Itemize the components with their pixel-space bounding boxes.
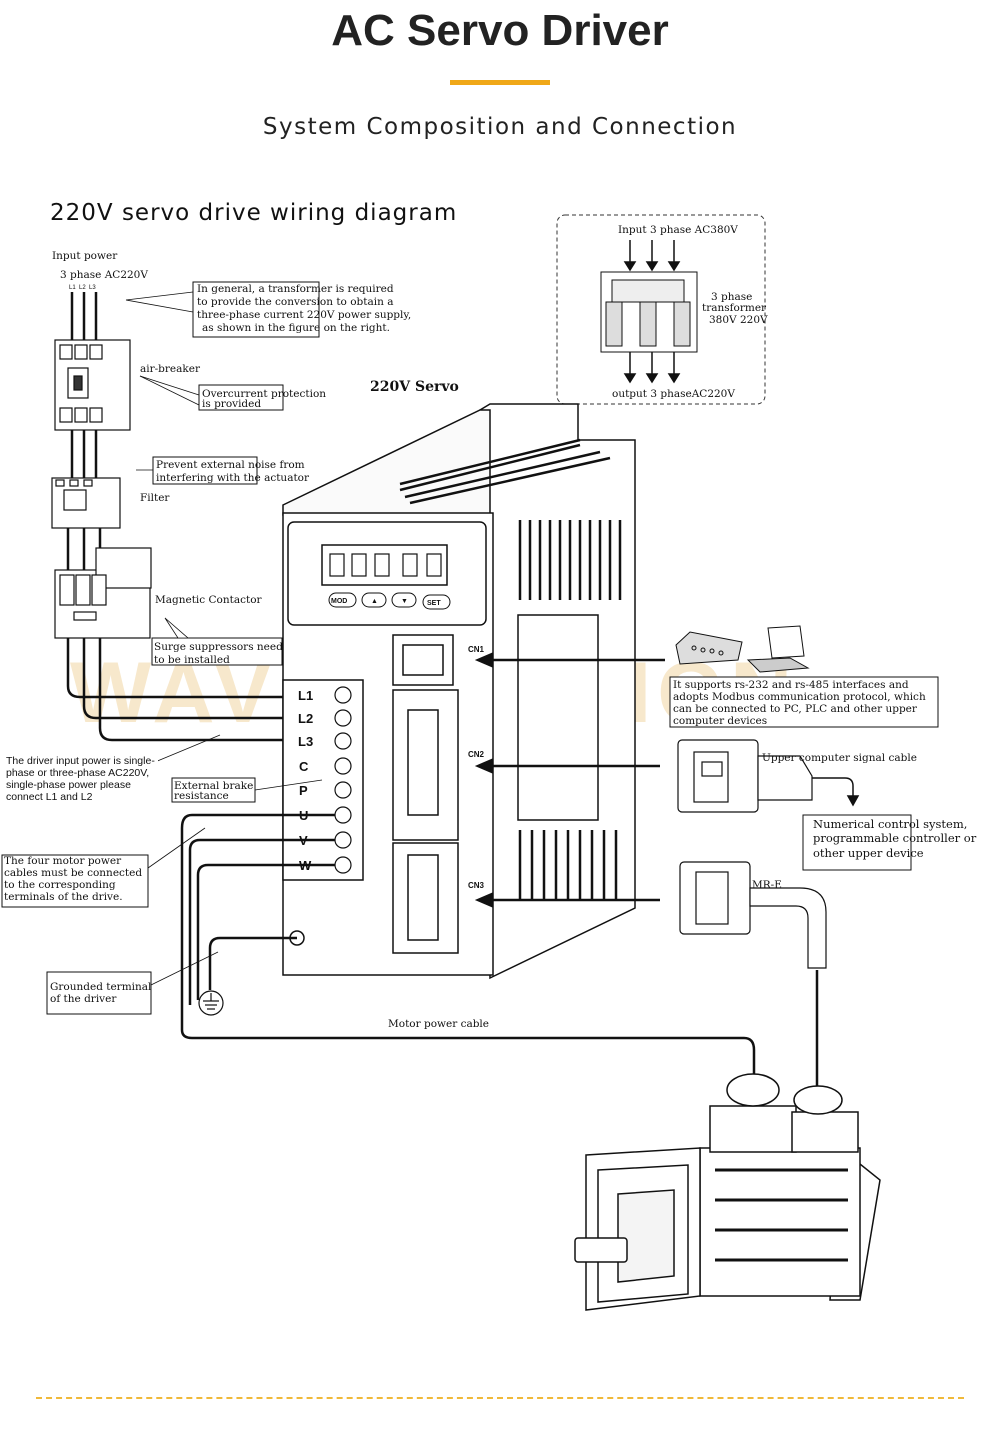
nc-note-line-2: programmable controller or bbox=[813, 831, 977, 845]
page-subtitle: System Composition and Connection bbox=[262, 114, 738, 140]
vent-slots bbox=[399, 438, 622, 900]
three-phase-label: 3 phase AC220V bbox=[60, 269, 148, 281]
transformer-note-line-2: to provide the conversion to obtain a bbox=[197, 296, 393, 308]
motor-cable-note-box: The four motor power cables must be conn… bbox=[1, 827, 206, 908]
filter-device bbox=[51, 477, 121, 529]
servo-label: 220V Servo bbox=[370, 379, 459, 395]
terminal-l1: L1 bbox=[298, 688, 313, 703]
transformer-note-line-4: as shown in the figure on the right. bbox=[202, 322, 390, 334]
nc-note-line-1: Numerical control system, bbox=[813, 817, 967, 831]
title-accent-bar bbox=[450, 80, 550, 85]
ground-note-line-1: Grounded terminal bbox=[50, 981, 152, 993]
overcurrent-note-line-1: Overcurrent protection bbox=[202, 388, 326, 400]
servo-drive bbox=[282, 403, 636, 980]
connector-cn3: CN3 bbox=[468, 881, 485, 890]
magnetic-contactor-device bbox=[54, 547, 152, 639]
rs-note-line-3: can be connected to PC, PLC and other up… bbox=[673, 703, 918, 715]
upper-cable-arrow bbox=[812, 777, 860, 807]
air-breaker-label: air-breaker bbox=[140, 363, 201, 375]
encoder-connector bbox=[679, 861, 827, 969]
rs-note-box: It supports rs-232 and rs-485 interfaces… bbox=[669, 676, 939, 728]
down-button: ▼ bbox=[401, 598, 408, 605]
contactor-label: Magnetic Contactor bbox=[155, 594, 263, 606]
transformer-note-line-3: three-phase current 220V power supply, bbox=[197, 309, 411, 321]
nc-note-box: Numerical control system, programmable c… bbox=[802, 814, 977, 871]
overcurrent-note-line-2: is provided bbox=[202, 398, 261, 410]
rs-note-line-2: adopts Modbus communication protocol, wh… bbox=[673, 691, 926, 703]
terminal-c: C bbox=[299, 759, 309, 774]
rs-note-line-1: It supports rs-232 and rs-485 interfaces… bbox=[673, 679, 909, 691]
driver-input-note-line-1: The driver input power is single- bbox=[6, 755, 155, 767]
mod-button: MOD bbox=[331, 598, 347, 605]
surge-note-line-1: Surge suppressors need bbox=[154, 641, 283, 653]
terminal-l2: L2 bbox=[298, 711, 313, 726]
driver-input-note-line-3: single-phase power please bbox=[6, 779, 131, 791]
set-button: SET bbox=[427, 600, 441, 607]
driver-input-note-line-2: phase or three-phase AC220V, bbox=[6, 767, 149, 779]
air-breaker-device bbox=[54, 339, 131, 431]
phase-label-l1: L1 bbox=[69, 285, 76, 291]
motor-cables bbox=[180, 813, 756, 1076]
driver-input-note-line-4: connect L1 and L2 bbox=[6, 791, 93, 803]
input-power-lines bbox=[66, 292, 318, 742]
ground-note-box: Grounded terminal of the driver bbox=[46, 951, 219, 1015]
ground-note-line-2: of the driver bbox=[50, 993, 117, 1005]
connector-arrows bbox=[474, 652, 665, 908]
surge-note-box: Surge suppressors need to be installed bbox=[151, 617, 283, 666]
motor-cable-note-line-2: cables must be connected bbox=[4, 867, 142, 879]
transformer-type-line-1: 3 phase bbox=[711, 291, 752, 303]
filter-note-line-1: Prevent external noise from bbox=[156, 459, 305, 471]
motor-cable-note-line-3: to the corresponding bbox=[4, 879, 116, 891]
filter-note-line-2: interfering with the actuator bbox=[156, 472, 310, 484]
upper-computer-connector bbox=[677, 739, 813, 813]
upper-cable-label: Upper computer signal cable bbox=[762, 752, 917, 764]
motor-cable-note-line-1: The four motor power bbox=[4, 855, 122, 867]
brake-note-line-2: resistance bbox=[174, 790, 229, 802]
transformer-box: Input 3 phase AC380V 3 phase transformer… bbox=[556, 214, 768, 405]
laptop-icon bbox=[746, 625, 810, 673]
transformer-output-label: output 3 phaseAC220V bbox=[612, 388, 735, 400]
brake-note-box: External brake resistance bbox=[171, 777, 323, 803]
plc-icon bbox=[675, 631, 743, 665]
servo-motor bbox=[574, 1073, 881, 1311]
transformer-input-label: Input 3 phase AC380V bbox=[618, 224, 738, 236]
input-power-label: Input power bbox=[52, 250, 118, 262]
motor-power-cable-label: Motor power cable bbox=[388, 1018, 489, 1030]
filter-note-box: Prevent external noise from interfering … bbox=[136, 456, 310, 485]
surge-note-line-2: to be installed bbox=[154, 654, 230, 666]
brake-note-line-1: External brake bbox=[174, 780, 253, 792]
terminal-l3: L3 bbox=[298, 734, 313, 749]
transformer-type-line-2: transformer bbox=[702, 302, 767, 314]
rs-note-line-4: computer devices bbox=[673, 715, 767, 727]
nc-note-line-3: other upper device bbox=[813, 846, 924, 860]
page-title: AC Servo Driver bbox=[331, 6, 669, 55]
motor-cable-note-line-4: terminals of the drive. bbox=[4, 891, 123, 903]
encoder-label: MR-E bbox=[752, 879, 782, 891]
transformer-type-line-3: 380V 220V bbox=[709, 314, 768, 326]
diagram-heading: 220V servo drive wiring diagram bbox=[50, 200, 458, 226]
footer-divider bbox=[36, 1397, 964, 1399]
filter-label: Filter bbox=[140, 492, 170, 504]
terminal-p: P bbox=[299, 783, 308, 798]
transformer-note-line-1: In general, a transformer is required bbox=[197, 283, 394, 295]
ground-symbol bbox=[198, 990, 224, 1016]
up-button: ▲ bbox=[371, 598, 378, 605]
transformer-note-box: In general, a transformer is required to… bbox=[125, 281, 411, 338]
driver-input-note-box: The driver input power is single- phase … bbox=[3, 734, 221, 804]
connector-cn1: CN1 bbox=[468, 645, 485, 654]
overcurrent-note-box: Overcurrent protection is provided bbox=[139, 375, 326, 411]
connector-cn2: CN2 bbox=[468, 750, 485, 759]
phase-label-l2: L2 bbox=[79, 285, 86, 291]
phase-label-l3: L3 bbox=[89, 285, 96, 291]
